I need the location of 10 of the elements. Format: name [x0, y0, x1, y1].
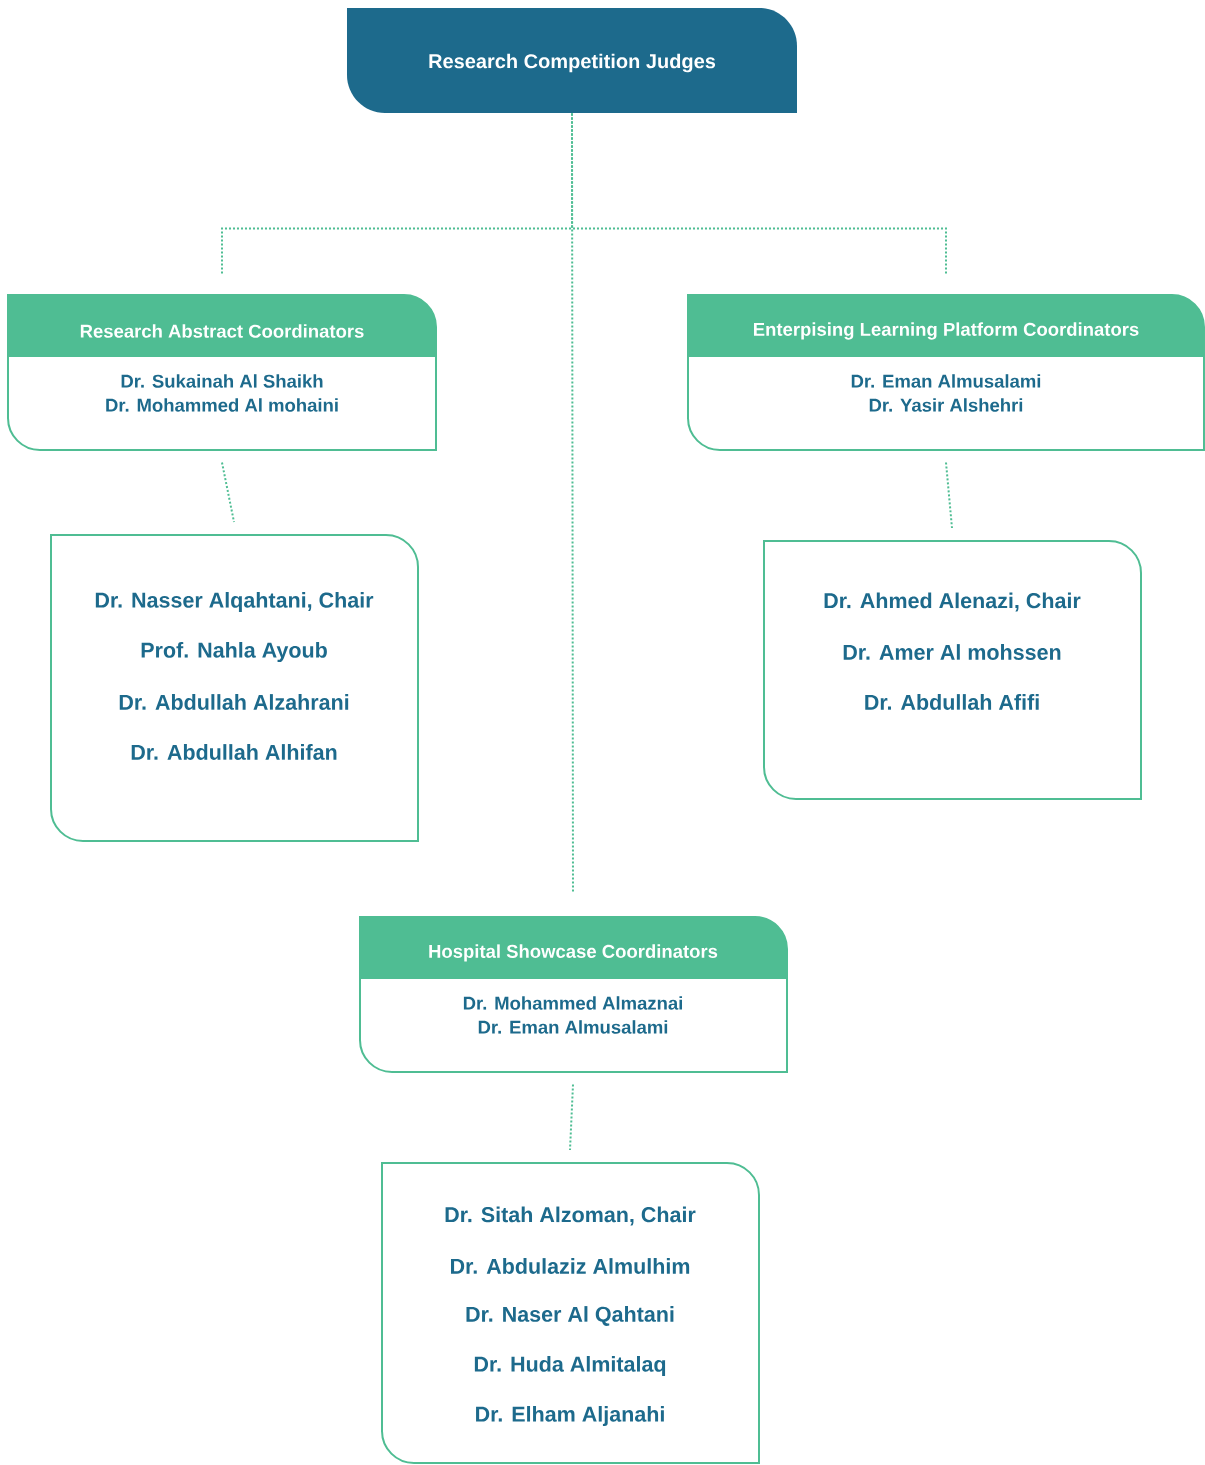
- coordinator-box: Enterpising Learning Platform Coordinators Dr. Eman Almusalami Dr. Yasir Alshehri: [687, 294, 1205, 451]
- connector-line: [945, 461, 953, 529]
- coordinator-box: Hospital Showcase Coordinators Dr. Mohammed Almaznai Dr. Eman Almusalami: [359, 916, 788, 1073]
- title-box: Research Competition Judges: [347, 8, 797, 113]
- coordinator-box: Research Abstract Coordinators Dr. Sukainah Al Shaikh Dr. Mohammed Al mohaini: [7, 294, 437, 451]
- judges-box: Dr. Sitah Alzoman, Chair Dr. Abdulaziz Almulhim Dr. Naser Al Qahtani Dr. Huda Almitalaq Dr. Elham Aljanahi: [381, 1162, 760, 1464]
- connector-line: [569, 1083, 574, 1151]
- judges-box: Dr. Nasser Alqahtani, Chair Prof. Nahla Ayoub Dr. Abdullah Alzahrani Dr. Abdullah Alhifan: [50, 534, 419, 842]
- judges-box: Dr. Ahmed Alenazi, Chair Dr. Amer Al mohssen Dr. Abdullah Afifi: [763, 540, 1142, 800]
- connector-line: [221, 461, 235, 523]
